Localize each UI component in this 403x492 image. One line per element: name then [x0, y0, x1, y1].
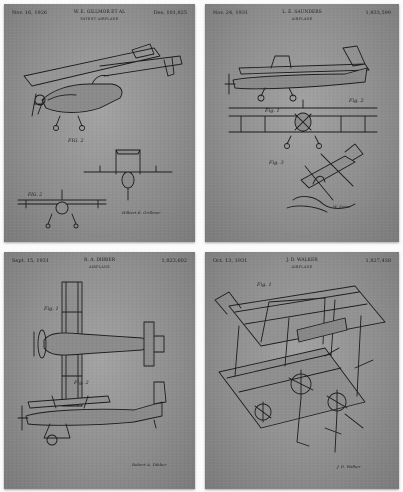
patent-print-2: Nov. 24, 1931 L. E. SAUNDERS 1,833,590 A… — [205, 4, 399, 242]
figure-label: Fig. 2 — [73, 380, 89, 386]
patent-print-1: Nov. 16, 1926 W. E. GILLMOR ET AL Des. 1… — [4, 4, 195, 242]
patent-title: AIRPLANE — [291, 17, 313, 21]
inventor-signature: Robert A. Dibber — [132, 462, 167, 467]
print-header: Nov. 24, 1931 L. E. SAUNDERS 1,833,590 — [213, 10, 391, 22]
figure-label: Fig. 1 — [256, 282, 272, 288]
patent-print-3: Sept. 15, 1931 R. A. DIBBER 1,823,602 AI… — [4, 252, 195, 489]
figure-label: FIG. 2 — [27, 192, 42, 198]
patent-inventor: J. D. WALKER — [286, 258, 318, 263]
figure-label: Fig. 1 — [264, 108, 280, 114]
figure-label: FIG. 2 — [67, 138, 84, 144]
airplane-drawing-3: Fig. 1 Fig. 2 — [4, 252, 195, 489]
inventor-signature: W. Zeine — [333, 204, 351, 209]
patent-title: AIRPLANE — [89, 265, 110, 269]
print-header: Sept. 15, 1931 R. A. DIBBER 1,823,602 — [12, 258, 187, 270]
print-header: Nov. 16, 1926 W. E. GILLMOR ET AL Des. 1… — [12, 10, 187, 22]
patent-number: 1,823,602 — [161, 258, 187, 264]
patent-print-4: Oct. 13, 1931 J. D. WALKER 1,827,438 AIR… — [205, 252, 399, 489]
inventor-signature: Hilbert E. Grillmor — [122, 210, 161, 215]
airplane-drawing-2: Fig. 1 Fig. 2 Fig. 3 — [205, 4, 399, 242]
figure-label: Fig. 1 — [43, 306, 59, 312]
airplane-drawing-4: Fig. 1 — [205, 282, 399, 489]
inventor-signature: J. D. Walker — [337, 464, 361, 469]
figure-label: Fig. 3 — [268, 160, 284, 166]
patent-number: 1,833,590 — [365, 10, 391, 16]
patent-date: Nov. 16, 1926 — [12, 10, 48, 16]
print-header: Oct. 13, 1931 J. D. WALKER 1,827,438 — [213, 258, 391, 270]
patent-inventor: R. A. DIBBER — [83, 258, 116, 263]
patent-title: PATENT AIRPLANE — [80, 17, 119, 21]
patent-number: Des. 101,825 — [153, 10, 187, 16]
figure-label: Fig. 2 — [348, 98, 364, 104]
patent-title: AIRPLANE — [291, 265, 313, 269]
patent-inventor: W. E. GILLMOR ET AL — [73, 10, 126, 15]
airplane-drawing-1: FIG. 2 FIG. 2 — [4, 4, 195, 242]
patent-date: Nov. 24, 1931 — [213, 10, 249, 16]
patent-inventor: L. E. SAUNDERS — [282, 10, 322, 15]
patent-date: Oct. 13, 1931 — [213, 258, 248, 264]
patent-date: Sept. 15, 1931 — [12, 258, 50, 264]
patent-number: 1,827,438 — [365, 258, 391, 264]
